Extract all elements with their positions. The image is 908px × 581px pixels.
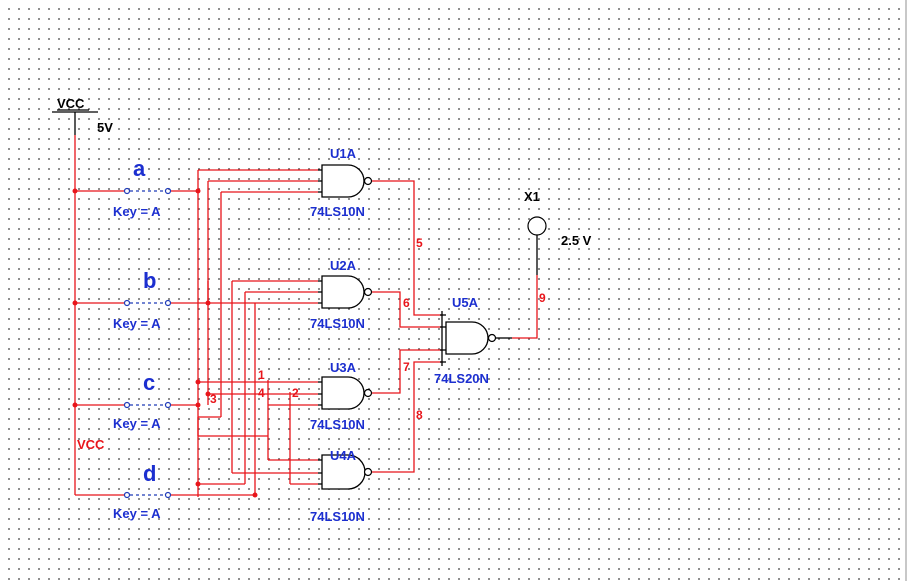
gate-u4a[interactable]: U4A 74LS10N	[310, 448, 373, 524]
probe-ref: X1	[524, 189, 540, 204]
gate-u3a[interactable]: U3A 74LS10N	[310, 360, 373, 432]
gate-u2a-ref: U2A	[330, 258, 357, 273]
switch-b-key: Key = A	[113, 316, 161, 331]
net-label: 8	[416, 408, 423, 422]
net-label: 3	[210, 392, 217, 406]
switch-b-name: b	[143, 268, 156, 293]
vcc-source[interactable]: VCC 5V	[52, 96, 113, 135]
vcc-rail-label: VCC	[77, 437, 105, 452]
gate-u2a[interactable]: U2A 74LS10N	[310, 258, 373, 331]
probe-x1[interactable]: X1 2.5 V	[512, 189, 592, 339]
gate-u3a-ref: U3A	[330, 360, 357, 375]
gate-u4a-ref: U4A	[330, 448, 357, 463]
gate-u5a[interactable]: U5A 74LS20N	[434, 295, 512, 386]
switch-a-key: Key = A	[113, 204, 161, 219]
switch-a[interactable]: a Key = A	[75, 156, 198, 219]
switch-c-key: Key = A	[113, 416, 161, 431]
gate-u1a-part: 74LS10N	[310, 204, 365, 219]
gate-u3a-part: 74LS10N	[310, 417, 365, 432]
net-label: 1	[258, 368, 265, 382]
output-wires	[372, 180, 442, 473]
switch-a-name: a	[133, 156, 146, 181]
switch-c-name: c	[143, 370, 155, 395]
vcc-rail: VCC	[74, 135, 105, 495]
probe-voltage: 2.5 V	[561, 233, 592, 248]
switch-c[interactable]: c Key = A	[75, 370, 198, 431]
vcc-label: VCC	[57, 96, 85, 111]
gate-u2a-part: 74LS10N	[310, 316, 365, 331]
switch-b[interactable]: b Key = A	[75, 268, 208, 331]
gate-u5a-ref: U5A	[452, 295, 479, 310]
net-label: 2	[292, 386, 299, 400]
input-wires	[197, 169, 318, 496]
gate-u1a-ref: U1A	[330, 146, 357, 161]
gate-u4a-part: 74LS10N	[310, 509, 365, 524]
net-label: 6	[403, 296, 410, 310]
net-label: 5	[416, 236, 423, 250]
net-label: 7	[403, 360, 410, 374]
vcc-voltage: 5V	[97, 120, 113, 135]
net-label: 9	[539, 291, 546, 305]
net-label: 4	[258, 386, 265, 400]
signal-buses	[197, 170, 291, 497]
junction-dots	[72, 188, 258, 498]
canvas-border	[905, 0, 907, 581]
switch-d-key: Key = A	[113, 506, 161, 521]
switch-d[interactable]: d Key = A	[75, 461, 198, 521]
gate-u1a[interactable]: U1A 74LS10N	[310, 146, 373, 219]
gate-u5a-part: 74LS20N	[434, 371, 489, 386]
switch-d-name: d	[143, 461, 156, 486]
net-labels: 1 2 3 4 5 6 7 8 9	[210, 236, 546, 422]
